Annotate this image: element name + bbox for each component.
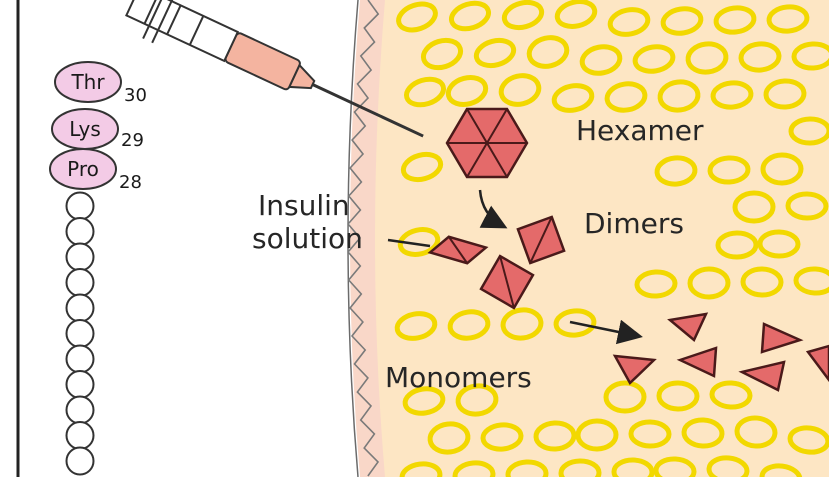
amino-acid-residue (67, 295, 94, 322)
amino-acid-residue (67, 346, 94, 373)
residue-thr: Thr 30 (55, 62, 147, 106)
amino-acid-residue (67, 320, 94, 347)
residue-lys: Lys 29 (52, 109, 144, 151)
peptide-chain (67, 193, 94, 475)
label-hexamer: Hexamer (576, 114, 704, 147)
amino-acid-residue (67, 371, 94, 398)
label-dimers: Dimers (584, 207, 684, 240)
residue-name: Pro (67, 157, 99, 181)
residue-pro: Pro 28 (50, 149, 142, 193)
amino-acid-residue (67, 193, 94, 220)
residue-number: 28 (119, 172, 142, 193)
amino-acid-residue (67, 269, 94, 296)
amino-acid-residue (67, 397, 94, 424)
label-solution: solution (252, 222, 363, 255)
label-monomers: Monomers (385, 361, 532, 394)
label-insulin: Insulin (258, 189, 350, 222)
residue-name: Thr (70, 70, 105, 94)
residue-number: 29 (121, 130, 144, 151)
amino-acid-residue (67, 218, 94, 245)
amino-acid-residue (67, 422, 94, 449)
amino-acid-residue (67, 448, 94, 475)
residue-name: Lys (69, 117, 101, 141)
residue-number: 30 (124, 85, 147, 106)
amino-acid-residue (67, 244, 94, 271)
